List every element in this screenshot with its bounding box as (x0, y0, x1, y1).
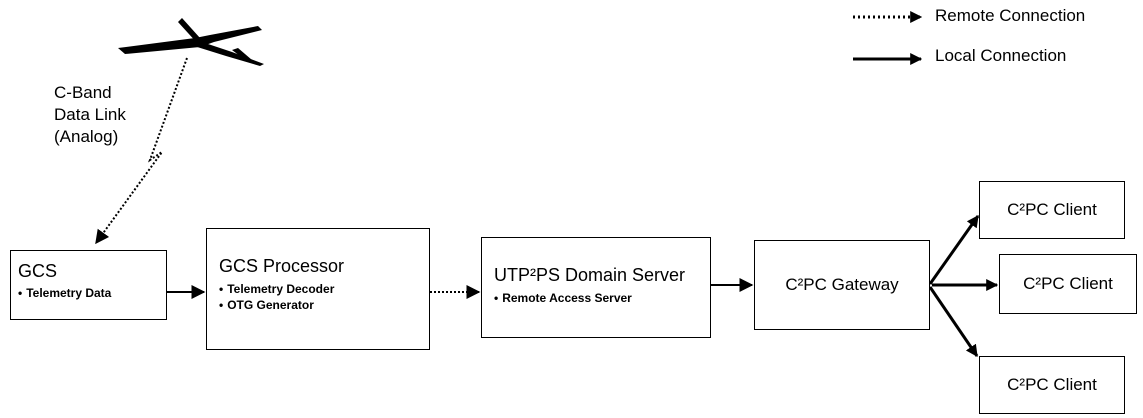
domain-server-bullets: Remote Access Server (494, 290, 632, 306)
client-title: C²PC Client (1007, 200, 1097, 219)
uav-aircraft-icon (118, 18, 264, 66)
gcs-box: GCS Telemetry Data (10, 250, 167, 320)
domain-server-title: UTP²PS Domain Server (494, 265, 686, 285)
gateway-to-client1-arrow (928, 215, 980, 285)
gateway-box: C²PC Gateway (754, 240, 930, 330)
link-label-line1: C-Band (54, 83, 112, 102)
c-band-link-label: C-Band Data Link (Analog) (54, 82, 126, 148)
gcs-processor-title: GCS Processor (219, 256, 345, 276)
gcs-processor-bullet-item: Telemetry Decoder (219, 281, 334, 297)
gcs-processor-bullet-item: OTG Generator (219, 297, 334, 313)
client-title: C²PC Client (1007, 375, 1097, 394)
domain-server-bullet-item: Remote Access Server (494, 290, 632, 306)
legend-local-label: Local Connection (935, 46, 1067, 65)
legend-remote-label: Remote Connection (935, 6, 1086, 25)
gcs-bullets: Telemetry Data (18, 285, 111, 301)
domain-server-box: UTP²PS Domain Server Remote Access Serve… (481, 237, 711, 338)
client-box-top: C²PC Client (979, 181, 1125, 239)
client-box-bottom: C²PC Client (979, 356, 1125, 414)
gcs-title: GCS (18, 261, 58, 281)
link-label-line2: Data Link (54, 105, 126, 124)
link-label-line3: (Analog) (54, 127, 119, 146)
client-box-middle: C²PC Client (999, 254, 1137, 314)
gcs-processor-bullets: Telemetry Decoder OTG Generator (219, 281, 334, 313)
gcs-processor-box: GCS Processor Telemetry Decoder OTG Gene… (206, 228, 430, 350)
gateway-title: C²PC Gateway (785, 275, 899, 294)
client-title: C²PC Client (1023, 274, 1113, 293)
gcs-bullet-item: Telemetry Data (18, 285, 111, 301)
gateway-to-client3-arrow (928, 286, 979, 357)
